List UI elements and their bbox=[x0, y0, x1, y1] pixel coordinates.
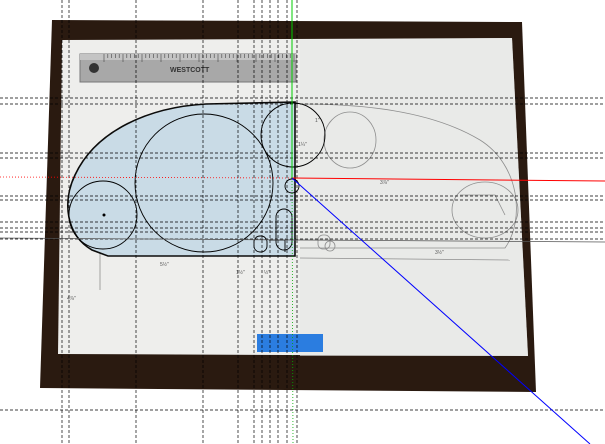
sketch-notes: 1¼" 1" 3⅞" 5½" 3½" 4⅞" 1½" ½" bbox=[67, 118, 444, 302]
svg-text:5½": 5½" bbox=[160, 261, 169, 268]
svg-text:½": ½" bbox=[264, 269, 270, 276]
small-gauge-circle[interactable] bbox=[260, 102, 326, 168]
svg-text:1¼": 1¼" bbox=[298, 142, 307, 148]
ruler: WESTCOTT bbox=[79, 53, 297, 83]
indicator-small-slot[interactable] bbox=[253, 235, 268, 253]
ruler-brand: WESTCOTT bbox=[170, 67, 210, 74]
axis-red-dotted bbox=[0, 176, 293, 179]
svg-text:3⅞": 3⅞" bbox=[380, 180, 389, 186]
ruler-hole-icon bbox=[89, 63, 99, 73]
svg-text:4⅞": 4⅞" bbox=[67, 296, 76, 302]
blue-tape bbox=[257, 334, 323, 352]
svg-text:3½": 3½" bbox=[435, 249, 444, 256]
paper-fold-shade bbox=[300, 38, 528, 356]
ruler-ticks bbox=[103, 54, 295, 62]
axis-red bbox=[291, 177, 605, 182]
origin-dot bbox=[102, 213, 106, 217]
solid-guide bbox=[0, 237, 605, 243]
axis-blue bbox=[291, 177, 591, 444]
pencil-sketch bbox=[99, 103, 519, 290]
svg-text:1½": 1½" bbox=[236, 269, 245, 276]
svg-text:1": 1" bbox=[315, 118, 320, 124]
speedometer-circle[interactable] bbox=[134, 113, 274, 253]
